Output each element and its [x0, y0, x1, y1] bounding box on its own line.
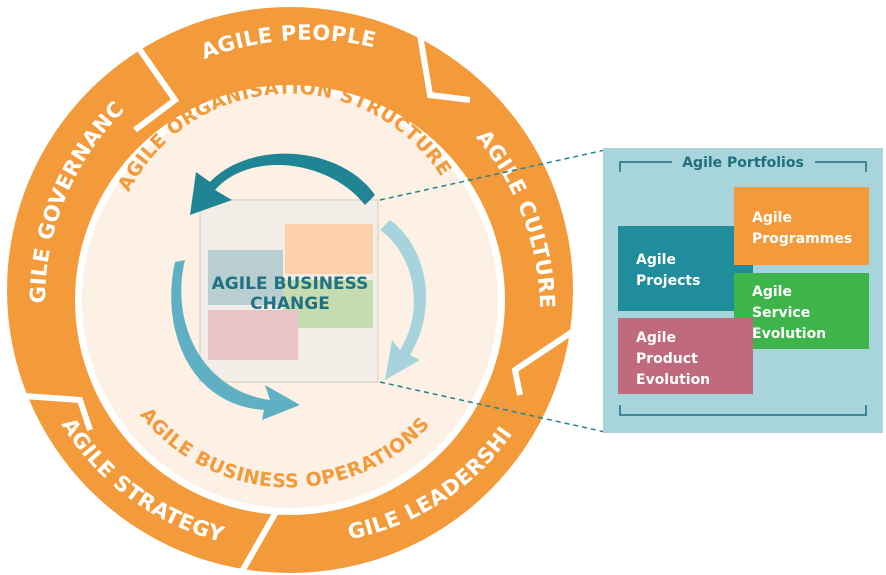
programmes-label: Agile Programmes	[752, 210, 852, 247]
projects-box	[618, 226, 753, 311]
panel-title: Agile Portfolios	[682, 155, 804, 171]
service-label: Agile Service Evolution	[752, 284, 826, 342]
cycle-arrow-bottom	[171, 260, 300, 420]
panel-bracket-bottom	[619, 405, 867, 416]
cycle-arrow-right	[380, 220, 427, 380]
center-label-line1: AGILE BUSINESS	[212, 274, 369, 294]
cycle-arrow-top	[190, 153, 375, 215]
product-label: Agile Product Evolution	[636, 330, 710, 388]
connector-top	[379, 149, 606, 201]
center-card: AGILE BUSINESS CHANGE	[199, 199, 379, 383]
ring-separator	[9, 392, 93, 431]
center-tile-orange	[285, 224, 373, 274]
cycle-arrows	[171, 153, 427, 420]
portfolio-panel: Agile Portfolios Agile Programmes Agile …	[603, 148, 883, 433]
service-box	[734, 273, 869, 349]
programmes-box	[734, 187, 869, 265]
ring-separator	[511, 327, 577, 396]
center-label-line2: CHANGE	[250, 294, 330, 314]
connector-bottom	[379, 381, 606, 433]
ring-separator	[133, 48, 180, 133]
center-tile-rose	[208, 310, 298, 360]
ring-separator	[417, 34, 471, 103]
panel-bracket-top	[619, 161, 867, 172]
projects-label: Agile Projects	[636, 252, 700, 289]
center-tile-teal	[208, 250, 283, 305]
product-box	[618, 318, 753, 394]
